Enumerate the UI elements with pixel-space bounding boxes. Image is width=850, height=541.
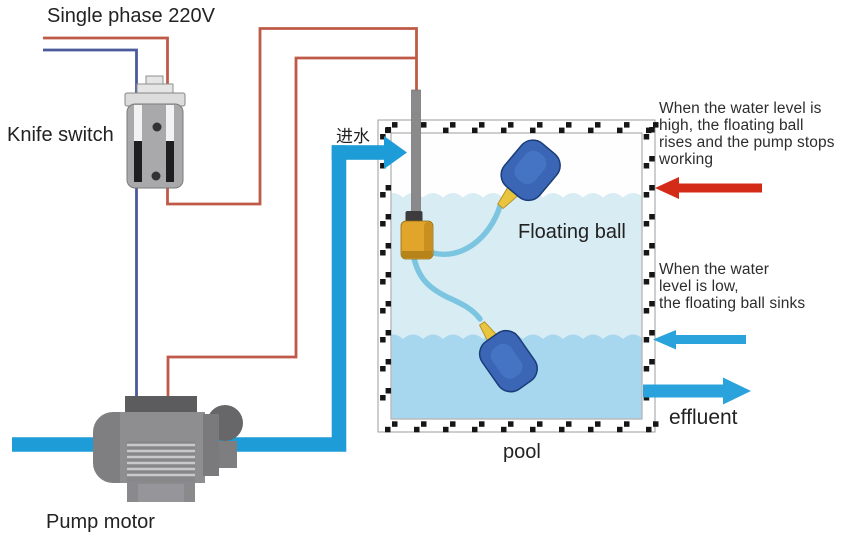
note-line: level is low, [659,278,739,295]
float-switch-assembly [400,89,561,393]
cable-upper-float [430,203,503,257]
note-line: When the water [659,261,769,278]
power-supply-label: Single phase 220V [47,5,215,27]
note-line: When the water level is [659,100,822,117]
pool-label: pool [503,441,541,463]
effluent-label: effluent [669,406,738,429]
low-level-note: When the water level is low, the floatin… [659,261,805,312]
inlet-arrow-icon [331,136,407,169]
knife-switch-label: Knife switch [7,124,114,146]
cable-lower-float [411,255,483,322]
low-level-arrow-icon [653,330,746,350]
neutral-wire [43,48,138,397]
water-inlet-label: 进水 [336,127,370,146]
floating-ball-low [478,321,538,393]
floating-ball-high [497,139,561,210]
counterweight [400,220,434,260]
floating-ball-label: Floating ball [518,221,626,243]
note-line: high, the floating ball [659,117,804,134]
note-line: the floating ball sinks [659,295,806,312]
rod-cap [405,211,423,223]
note-line: rises and the pump stops [659,134,835,151]
live-wire [43,27,418,206]
high-level-note: When the water level is high, the floati… [659,100,835,168]
high-level-arrow-icon [655,177,762,199]
effluent-arrow-icon [643,377,751,405]
knife-switch-graphic [124,75,186,189]
note-line: working [659,151,714,168]
guide-rod [411,89,421,215]
live-wire-return [166,56,417,397]
pump-motor-label: Pump motor [46,511,155,533]
pump-motor-graphic [93,396,243,502]
